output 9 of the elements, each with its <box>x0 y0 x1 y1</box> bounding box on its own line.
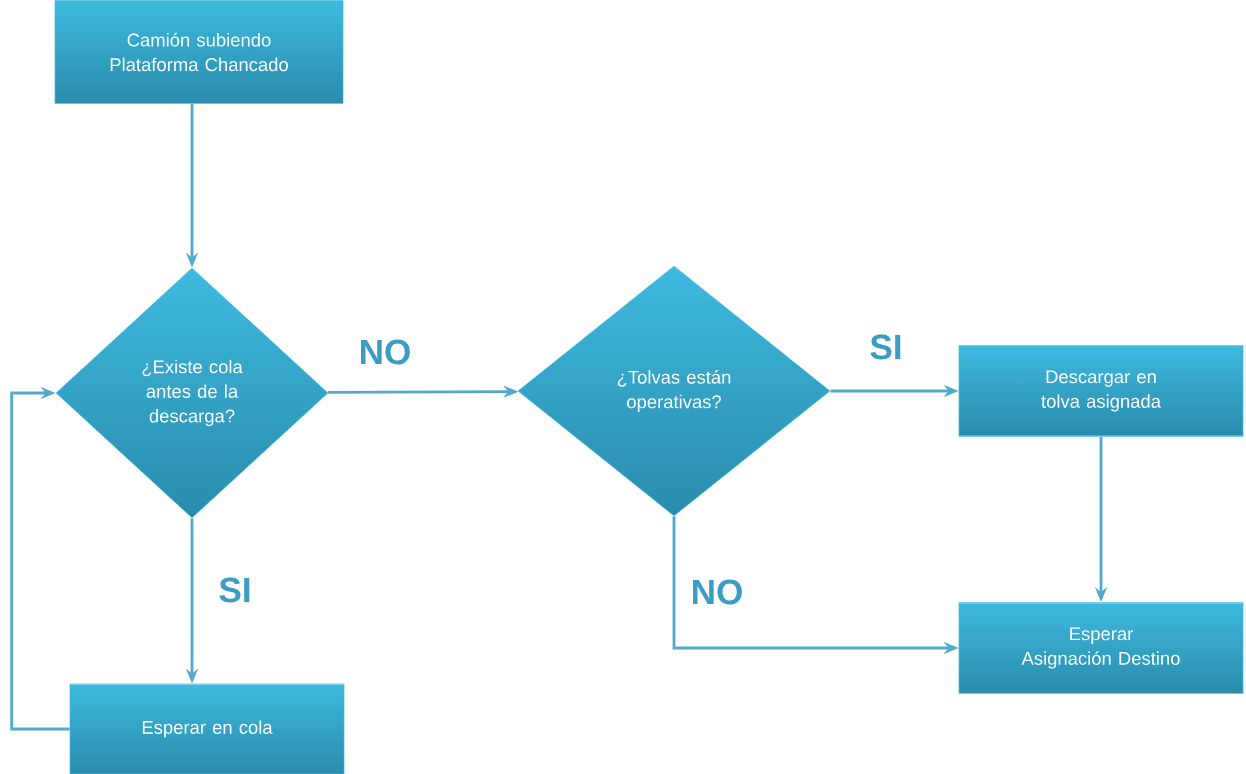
arrow <box>10 386 70 731</box>
edge-label: SI <box>219 577 250 603</box>
edge-label: NO <box>693 579 742 605</box>
process-box: Camión subiendo Plataforma Chancado <box>54 0 344 104</box>
process-box: Descargar en tolva asignada <box>958 345 1244 437</box>
process-box: Esperar en cola <box>69 683 345 774</box>
process-box: Esperar Asignación Destino <box>958 602 1244 694</box>
edge-label: SI <box>870 334 901 360</box>
edge-label: NO <box>361 339 410 365</box>
